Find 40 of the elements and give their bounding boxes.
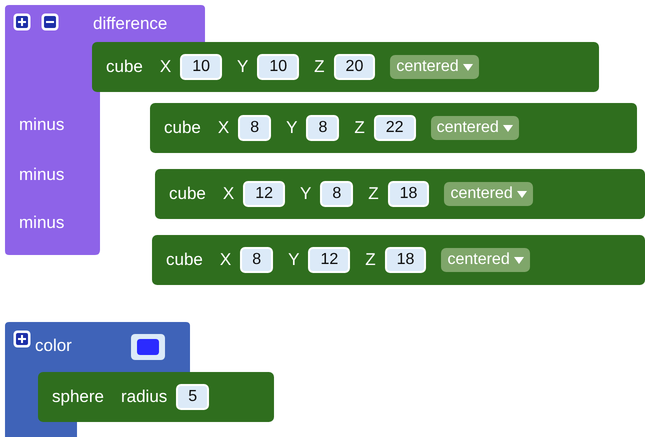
parameter-label: Y <box>286 118 298 138</box>
parameter-label: Z <box>365 250 376 270</box>
parameter-label: Y <box>237 57 248 77</box>
parameter-label: X <box>220 250 232 270</box>
block-keyword: difference <box>93 14 168 34</box>
block-keyword: cube <box>169 184 206 204</box>
dropdown: centered <box>441 248 530 272</box>
slot-label: minus <box>19 165 64 185</box>
number-field: 22 <box>374 115 416 141</box>
number-field: 8 <box>240 247 274 273</box>
number-field: 10 <box>180 54 222 80</box>
block-keyword: sphere <box>52 387 104 407</box>
slot-label: minus <box>19 213 64 233</box>
number-field: 5 <box>176 384 210 410</box>
number-field: 20 <box>334 54 376 80</box>
parameter-label: Z <box>368 184 379 204</box>
number-field: 12 <box>308 247 350 273</box>
number-field: 18 <box>388 181 430 207</box>
number-field: 12 <box>243 181 286 207</box>
block-keyword: cube <box>166 250 203 270</box>
parameter-label: radius <box>120 387 168 407</box>
block-keyword: color <box>35 336 72 356</box>
parameter-label: Y <box>300 184 312 204</box>
parameter-label: X <box>160 57 172 77</box>
dropdown: centered <box>430 116 519 140</box>
number-field: 8 <box>306 115 340 141</box>
number-field: 8 <box>320 181 354 207</box>
dropdown: centered <box>390 55 479 79</box>
parameter-label: Z <box>354 118 365 138</box>
slot-label: minus <box>19 115 64 135</box>
number-field: 18 <box>384 247 426 273</box>
parameter-label: Y <box>288 250 300 270</box>
number-field: 10 <box>257 54 300 80</box>
number-field: 8 <box>238 115 272 141</box>
block-keyword: cube <box>106 57 143 77</box>
parameter-label: X <box>218 118 230 138</box>
parameter-label: Z <box>314 57 325 77</box>
block-keyword: cube <box>164 118 201 138</box>
dropdown: centered <box>444 182 533 206</box>
parameter-label: X <box>222 184 234 204</box>
